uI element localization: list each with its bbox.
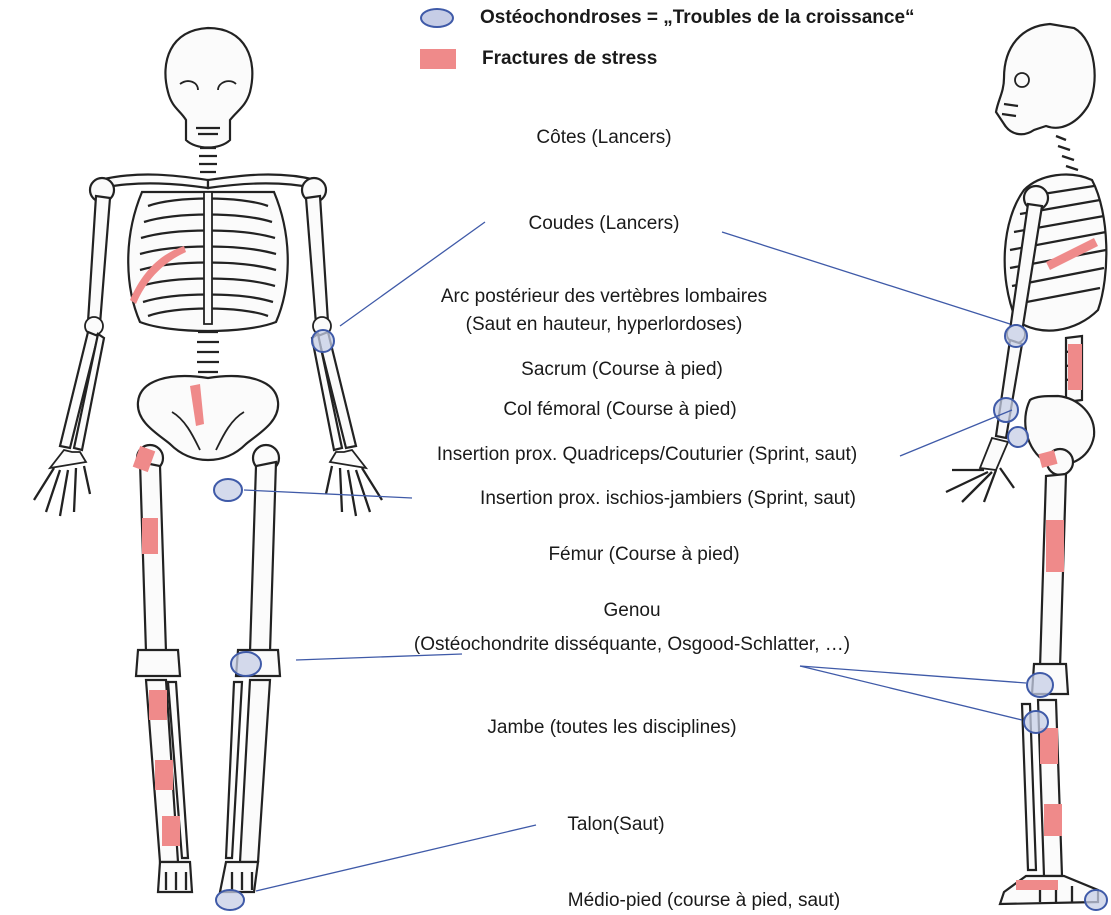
side-osteochondrosis-hip-1	[994, 398, 1018, 422]
osteochondrosis-elbow	[312, 330, 334, 352]
front-skeleton	[34, 28, 382, 910]
side-stress-fracture-lumbar	[1068, 344, 1082, 390]
label-femur: Fémur (Course à pied)	[548, 543, 739, 567]
side-skeleton	[946, 24, 1107, 910]
legend-stress-fracture: Fractures de stress	[420, 44, 657, 74]
label-quadriceps-insertion: Insertion prox. Quadriceps/Couturier (Sp…	[437, 443, 857, 467]
side-stress-fracture-tibia-1	[1040, 728, 1058, 764]
leader-heel	[256, 825, 536, 891]
leader-elbow-side	[722, 232, 1010, 324]
side-osteochondrosis-foot	[1085, 890, 1107, 910]
osteochondrosis-knee	[231, 652, 261, 676]
side-skull	[996, 24, 1095, 134]
label-knee-line2: (Ostéochondrite disséquante, Osgood-Schl…	[414, 633, 850, 657]
side-osteochondrosis-tibia	[1024, 711, 1048, 733]
front-skull	[165, 28, 252, 148]
label-hamstring-insertion: Insertion prox. ischios-jambiers (Sprint…	[480, 487, 856, 511]
front-tibia-right	[240, 680, 270, 862]
legend-osteochondrosis: Ostéochondroses = „Troubles de la croiss…	[420, 3, 915, 33]
front-femur-left	[140, 462, 166, 652]
label-femoral-neck: Col fémoral (Course à pied)	[503, 398, 736, 422]
osteochondrosis-heel	[216, 890, 244, 910]
label-ribs: Côtes (Lancers)	[536, 126, 671, 150]
label-elbows: Coudes (Lancers)	[528, 212, 679, 236]
label-heel: Talon(Saut)	[567, 813, 664, 837]
side-osteochondrosis-knee	[1027, 673, 1053, 697]
side-osteochondrosis-elbow	[1005, 325, 1027, 347]
side-stress-fracture-femur	[1046, 520, 1064, 572]
label-knee-line1: Genou	[603, 599, 660, 623]
stress-fracture-femur	[142, 518, 158, 554]
side-osteochondrosis-hip-2	[1008, 427, 1028, 447]
legend-osteochondrosis-label: Ostéochondroses = „Troubles de la croiss…	[480, 7, 915, 29]
label-vertebral-arch-line1: Arc postérieur des vertèbres lombaires	[441, 285, 767, 309]
label-vertebral-arch-line2: (Saut en hauteur, hyperlordoses)	[466, 313, 743, 337]
label-midfoot: Médio-pied (course à pied, saut)	[568, 889, 840, 913]
stress-fracture-tibia-1	[149, 690, 167, 720]
side-stress-fracture-tibia-2	[1044, 804, 1062, 836]
stress-fracture-swatch	[420, 49, 456, 69]
stress-fracture-tibia-2	[155, 760, 173, 790]
legend-stress-fracture-label: Fractures de stress	[482, 48, 657, 70]
side-stress-fracture-foot	[1016, 880, 1058, 890]
osteochondrosis-swatch	[420, 8, 454, 28]
osteochondrosis-hamstring	[214, 479, 242, 501]
stress-fracture-tibia-3	[162, 816, 180, 846]
label-sacrum: Sacrum (Course à pied)	[521, 358, 723, 382]
label-leg: Jambe (toutes les disciplines)	[487, 716, 736, 740]
leader-elbow-front	[340, 222, 485, 326]
